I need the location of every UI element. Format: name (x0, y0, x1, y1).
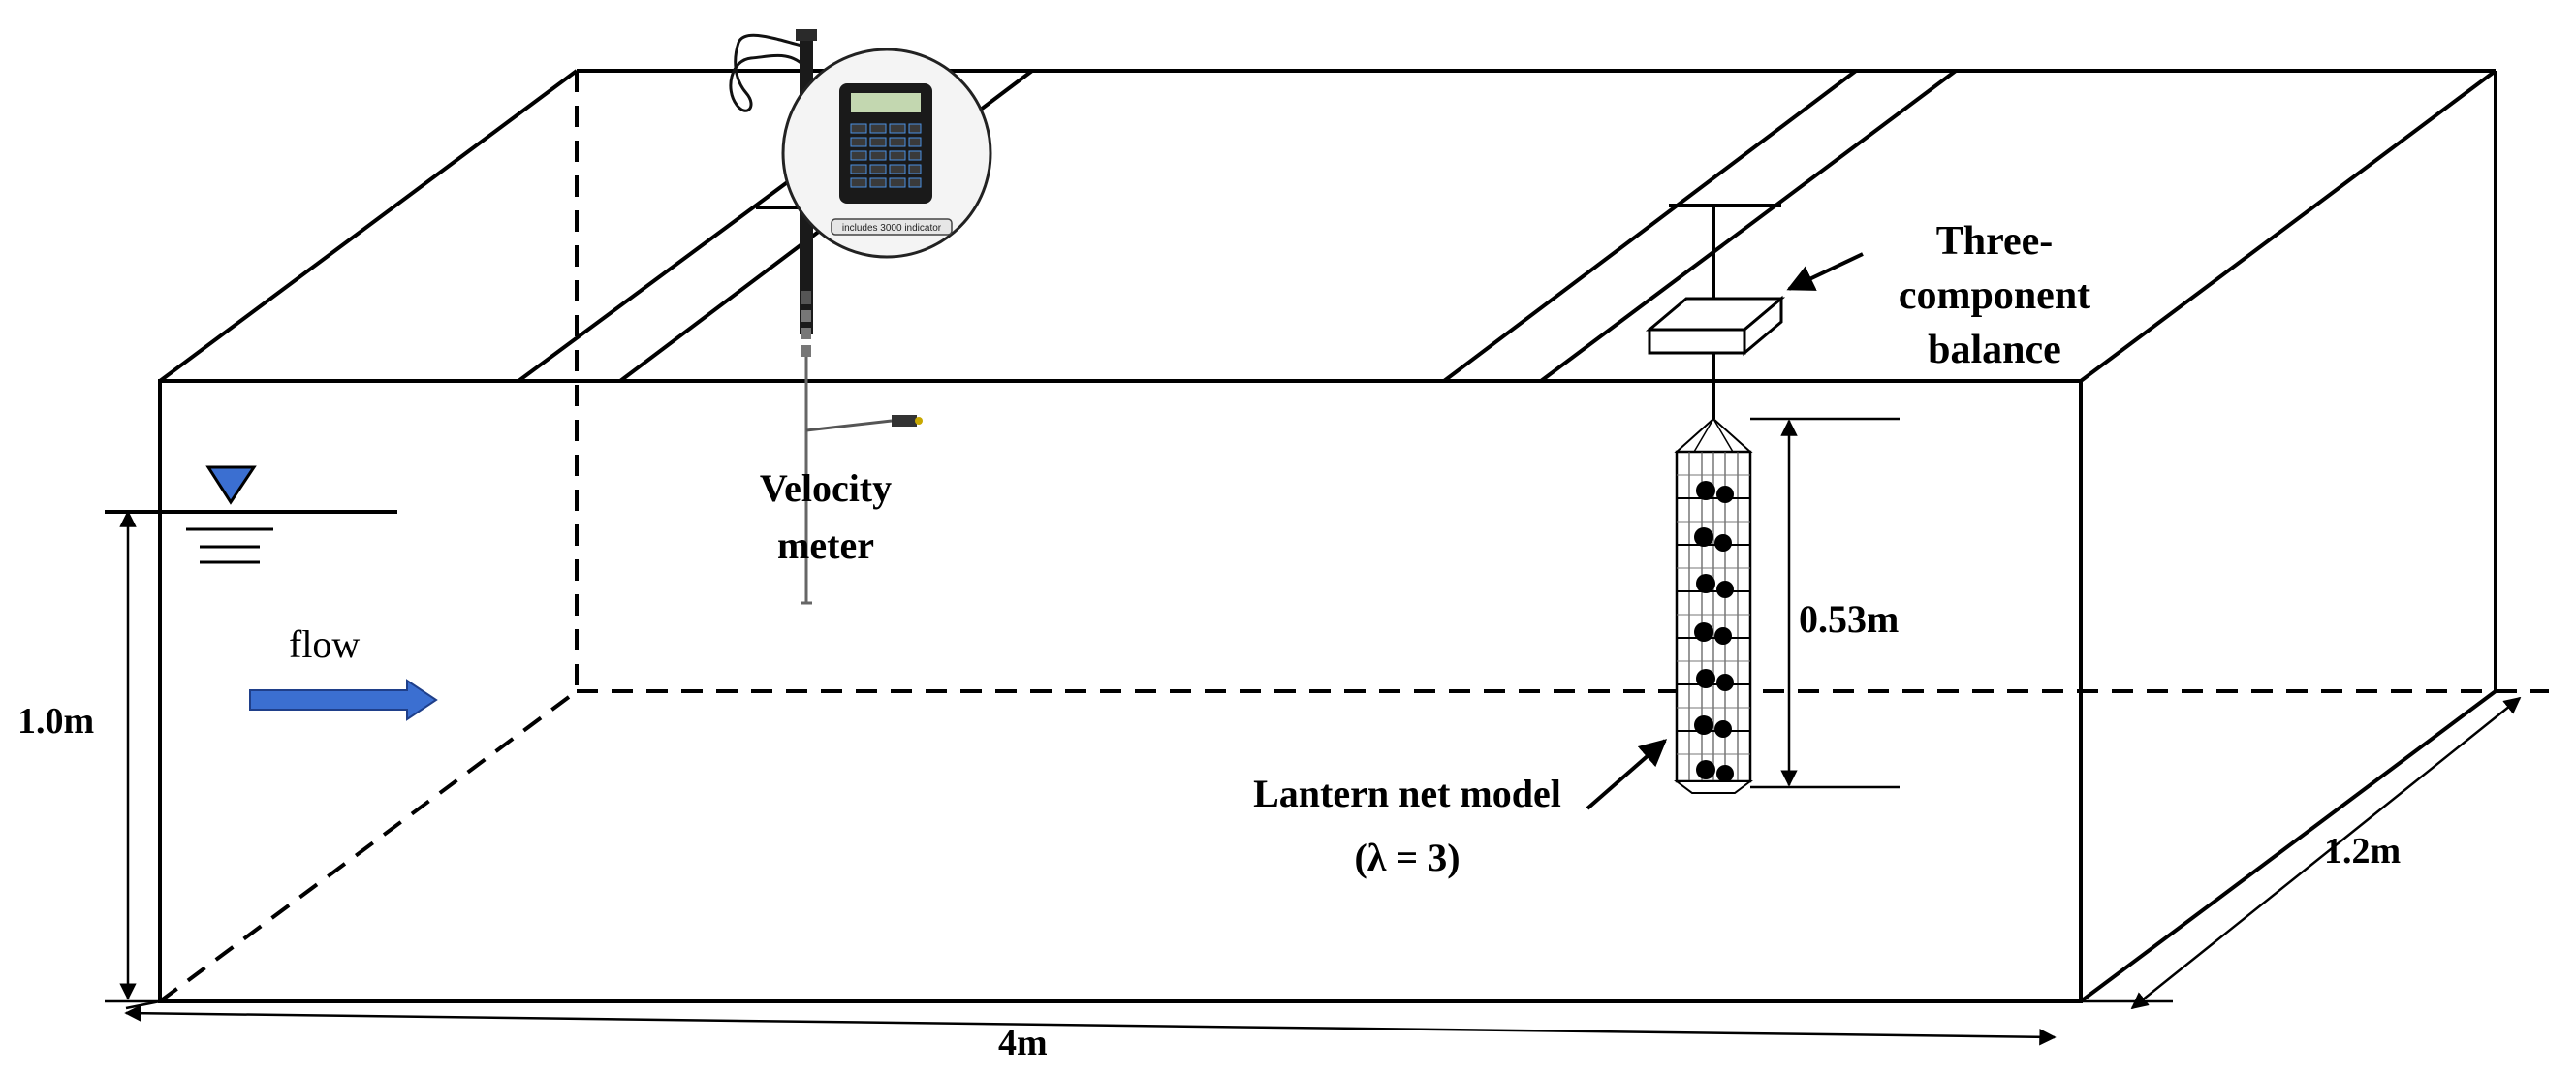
tank-top-left-edge (158, 69, 579, 383)
flow-label: flow (289, 622, 360, 666)
length-label: 4m (998, 1023, 1048, 1063)
tank-right-bottom-edge (2079, 689, 2497, 1003)
balance-label-line1: Three- (1936, 219, 2054, 264)
tank-top-right-edge (2079, 69, 2497, 383)
depth-label: 1.0m (17, 701, 94, 742)
length-dimension: 4m (124, 999, 2057, 1063)
width-label: 1.2m (2324, 831, 2401, 872)
meter-cable (729, 33, 813, 112)
meter-probe-sensor (892, 415, 917, 427)
net-top-cone (1674, 417, 1753, 453)
tank-hidden-bottom-left-edge (158, 689, 579, 1003)
meter-probe-arm (805, 419, 893, 432)
meter-display-caption: includes 3000 indicator (842, 223, 942, 234)
three-component-balance: Three- component balance (1645, 204, 2090, 419)
velocity-meter: includes 3000 indicator Velocity meter (729, 29, 992, 605)
width-dimension: 1.2m (2081, 696, 2522, 1010)
net-bottom-cone (1674, 780, 1753, 794)
flow-right-arrow-icon (249, 679, 438, 721)
model-label-line2: (λ = 3) (1354, 836, 1460, 879)
velocity-meter-label-line1: Velocity (760, 466, 892, 510)
water-surface-symbol (105, 465, 397, 564)
model-label-line1: Lantern net model (1253, 772, 1561, 815)
depth-dimension: 1.0m (17, 510, 160, 1003)
balance-label-line3: balance (1928, 328, 2061, 372)
flow-indicator: flow (249, 622, 438, 721)
velocity-meter-label-line2: meter (777, 523, 874, 567)
lantern-net-model: 0.53m Lantern net model (λ = 3) (1253, 417, 1900, 879)
net-scallops (1694, 481, 1734, 782)
net-height-label: 0.53m (1799, 597, 1899, 641)
balance-label-line2: component (1899, 273, 2090, 318)
water-level-inverted-triangle-icon (205, 465, 257, 505)
